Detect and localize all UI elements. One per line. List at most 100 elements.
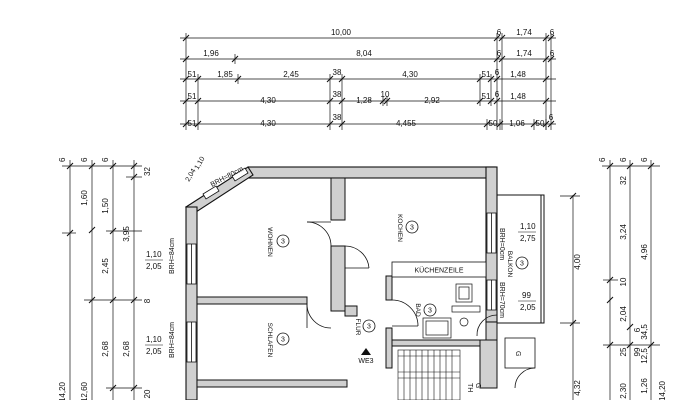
dim-label: 6 bbox=[495, 90, 500, 99]
dim-label: 6 bbox=[550, 28, 555, 37]
dim-label: 38 bbox=[333, 90, 342, 99]
dim-label: 51 bbox=[482, 70, 491, 79]
windows bbox=[186, 167, 497, 363]
dim-label: 3,24 bbox=[619, 224, 628, 240]
room-number: 3 bbox=[281, 337, 285, 344]
dim-label: 6 bbox=[495, 68, 500, 77]
right-dimension-text: 6 6 6 32 3,24 10 2,04 25 2,30 14,20 4,96… bbox=[573, 157, 667, 400]
dim-label: 1,74 bbox=[516, 49, 532, 58]
dim-label: 99 bbox=[633, 347, 642, 356]
sill-height: BRH=70cm bbox=[498, 282, 505, 318]
window-height: 2,05 bbox=[520, 303, 536, 312]
dim-label: 51 bbox=[188, 70, 197, 79]
window-width: 1,10 bbox=[146, 250, 162, 259]
window-width: 1,10 bbox=[194, 156, 207, 171]
room-number: 3 bbox=[367, 324, 371, 331]
dim-label: 50 bbox=[536, 119, 545, 128]
dim-label: 10 bbox=[619, 277, 628, 286]
dim-label: 51 bbox=[482, 92, 491, 101]
top-dimension-text: 10,00 6 1,74 6 1,96 8,04 6 1,74 6 51 1,8… bbox=[188, 28, 555, 128]
dim-label: 6 bbox=[58, 157, 67, 162]
dim-label: 25 bbox=[619, 347, 628, 356]
dim-label: 6 bbox=[497, 28, 502, 37]
staircase bbox=[397, 349, 461, 400]
dim-label: 14,20 bbox=[658, 380, 667, 400]
room-name: SCHLAFEN bbox=[266, 323, 273, 358]
dim-label: 4,455 bbox=[396, 119, 417, 128]
room-number-circle bbox=[276, 332, 290, 346]
sill-height: BRH=0cm bbox=[498, 228, 505, 260]
stair-label: G bbox=[474, 383, 481, 388]
dim-label: 1,60 bbox=[80, 190, 89, 206]
left-dimension-ticks bbox=[66, 162, 138, 392]
top-dimension-ticks bbox=[182, 34, 555, 128]
dim-label: 6 bbox=[633, 327, 642, 332]
dim-label: 2,68 bbox=[101, 341, 110, 357]
dim-label: 51 bbox=[188, 92, 197, 101]
dim-label: 38 bbox=[333, 68, 342, 77]
room-number-circle bbox=[515, 256, 529, 270]
dim-label: 4,30 bbox=[260, 119, 276, 128]
room-name: BAD bbox=[414, 303, 421, 317]
window-width: 1,10 bbox=[146, 335, 162, 344]
shaft bbox=[504, 337, 536, 389]
dim-label: 4,32 bbox=[573, 380, 582, 396]
dim-label: 2,04 bbox=[619, 306, 628, 322]
dim-label: 3,95 bbox=[122, 226, 131, 242]
top-dimension-chains bbox=[180, 33, 556, 130]
room-number-circle bbox=[423, 303, 437, 317]
dim-label: 2,45 bbox=[283, 70, 299, 79]
room-name: FLUR bbox=[354, 319, 361, 336]
window-height: 2,04 bbox=[185, 168, 198, 183]
dim-label: 8 bbox=[143, 298, 152, 303]
dim-label: 2,92 bbox=[424, 96, 440, 105]
dim-label: 20 bbox=[143, 389, 152, 398]
dim-label: 6 bbox=[80, 157, 89, 162]
room-number: 3 bbox=[520, 261, 524, 268]
window-height: 2,05 bbox=[146, 347, 162, 356]
shaft-label: G bbox=[514, 351, 521, 356]
unit-label: WE3 bbox=[358, 358, 373, 365]
dim-label: 6 bbox=[619, 157, 628, 162]
window-width: 1,10 bbox=[520, 222, 536, 231]
dim-label: 4,30 bbox=[260, 96, 276, 105]
dim-label: 12,5 bbox=[640, 348, 649, 364]
dim-label: 32 bbox=[619, 176, 628, 185]
dim-label: 1,06 bbox=[509, 119, 525, 128]
dim-label: 1,50 bbox=[101, 198, 110, 214]
dim-label: 1,48 bbox=[510, 92, 526, 101]
left-window-labels: 1,10 2,05 BRH=84cm 1,10 2,05 BRH=84cm bbox=[145, 238, 176, 358]
dim-label: 4,30 bbox=[402, 70, 418, 79]
sill-height: BRH=84cm bbox=[169, 238, 176, 274]
dim-label: 6 bbox=[640, 157, 649, 162]
dim-label: 10,00 bbox=[331, 28, 352, 37]
dim-label: 2,68 bbox=[122, 341, 131, 357]
room-name: KOCHEN bbox=[396, 214, 403, 242]
right-dimension-ticks bbox=[569, 162, 655, 349]
interior-walls bbox=[196, 177, 498, 389]
kitchenette-label: KÜCHENZEILE bbox=[414, 267, 463, 275]
dim-label: 8,04 bbox=[356, 49, 372, 58]
dim-label: 50 bbox=[489, 119, 498, 128]
room-number-circle bbox=[276, 234, 290, 248]
dim-label: 1,74 bbox=[516, 28, 532, 37]
dim-label: 1,28 bbox=[356, 96, 372, 105]
room-labels bbox=[276, 220, 529, 346]
dim-label: 4,00 bbox=[573, 254, 582, 270]
dim-label: 1,96 bbox=[203, 49, 219, 58]
dim-label: 6 bbox=[497, 49, 502, 58]
dim-label: 51 bbox=[188, 119, 197, 128]
room-number-circle bbox=[362, 319, 376, 333]
sill-height: BRH=84cm bbox=[169, 322, 176, 358]
dim-label: 38 bbox=[333, 113, 342, 122]
dim-label: 6 bbox=[598, 157, 607, 162]
entrance-arrow-icon bbox=[361, 348, 371, 355]
stair-labels: G TH G bbox=[466, 351, 521, 392]
dim-label: 2,30 bbox=[619, 383, 628, 399]
right-window-labels: BRH=0cm 1,10 2,75 BRH=70cm 99 2,05 bbox=[498, 222, 536, 318]
dim-label: 12,60 bbox=[80, 381, 89, 400]
room-name: BALKON bbox=[506, 251, 513, 278]
room-number: 3 bbox=[410, 225, 414, 232]
dim-label: 1,26 bbox=[640, 378, 649, 394]
